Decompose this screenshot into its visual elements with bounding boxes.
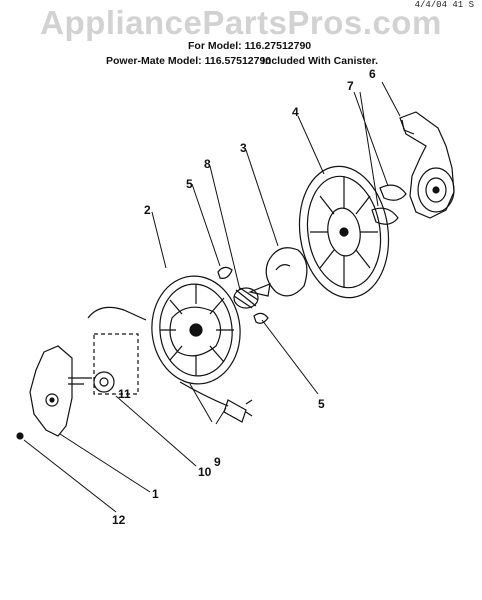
part-reel-4 [298,165,390,299]
powermate-model-line: Power-Mate Model: 116.57512790 [106,55,272,67]
part-reel-2 [151,275,241,385]
model-line: For Model: 116.27512790 [188,40,312,52]
part-screw-12 [16,432,24,440]
callout-10: 10 [198,465,212,479]
callout-6: 6 [369,67,376,81]
callout-7: 7 [347,79,354,93]
part-cover-1 [29,345,73,437]
watermark: AppliancePartsPros.com [40,4,442,41]
part-clip-5-upper [217,266,233,279]
callout-9: 9 [214,455,221,469]
part-spring-8 [233,283,271,309]
callout-5-lower: 5 [318,397,325,411]
corner-note: 4/4/04 41 S [414,0,474,10]
callout-11: 11 [118,387,131,401]
included-note: Included With Canister. [262,55,379,67]
part-assembly-10-11 [68,306,147,395]
part-disc-3 [265,247,308,297]
callout-8: 8 [204,157,211,171]
part-plug-9 [179,381,253,423]
callout-4: 4 [292,105,299,119]
callout-5-upper: 5 [186,177,193,191]
callout-3: 3 [240,141,247,155]
part-clips-7 [371,184,407,225]
part-cover-6 [399,111,455,219]
callout-1: 1 [152,487,159,501]
part-clip-5-lower [253,312,269,324]
callout-2: 2 [144,203,151,217]
callout-12: 12 [112,513,126,527]
leader-lines [23,81,401,513]
